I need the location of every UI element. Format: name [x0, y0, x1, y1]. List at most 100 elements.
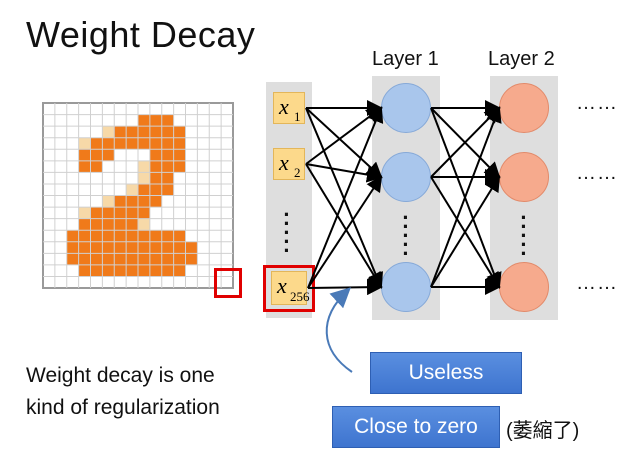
filled-pixel	[138, 264, 150, 277]
filled-pixel	[138, 137, 150, 150]
filled-pixel	[161, 230, 174, 242]
shrink-note: (萎縮了)	[506, 420, 580, 442]
layer-1-node	[381, 83, 431, 133]
filled-pixel	[173, 230, 186, 242]
input-subscript: 256	[290, 289, 310, 304]
filled-pixel	[102, 207, 115, 219]
input-symbol: x	[279, 150, 289, 175]
layer-1-node	[381, 152, 431, 202]
layer-1-vertical-dots: ·····	[402, 205, 410, 266]
input-x2: x 2	[273, 148, 305, 180]
layer-ellipsis: ……	[576, 162, 618, 184]
filled-pixel	[138, 195, 150, 208]
input-x256: x 256	[271, 271, 310, 305]
filled-pixel	[149, 253, 162, 265]
filled-pixel	[90, 253, 103, 265]
filled-pixel	[126, 207, 138, 219]
filled-pixel	[173, 253, 186, 265]
filled-pixel	[114, 195, 127, 208]
edge	[430, 175, 501, 288]
filled-pixel	[78, 230, 91, 242]
filled-pixel	[161, 137, 174, 150]
filled-pixel	[78, 253, 91, 265]
filled-pixel	[66, 230, 79, 242]
filled-pixel	[90, 241, 103, 254]
close-to-zero-label: Close to zero	[332, 406, 500, 448]
filled-pixel	[161, 172, 174, 184]
filled-pixel	[173, 149, 186, 161]
layer-ellipsis: ……	[576, 92, 618, 114]
filled-pixel	[102, 230, 115, 242]
filled-pixel	[138, 253, 150, 265]
filled-pixel	[149, 126, 162, 138]
edge	[430, 106, 502, 288]
pale-pixel	[126, 183, 138, 196]
body-line-1: Weight decay is one	[26, 364, 215, 387]
filled-pixel	[102, 149, 115, 161]
edge	[305, 163, 383, 183]
filled-pixel	[78, 264, 91, 277]
filled-pixel	[126, 241, 138, 254]
layer-ellipsis: ……	[576, 272, 618, 294]
body-text: Weight decay is one kind of regularizati…	[26, 360, 220, 424]
pale-pixel	[78, 207, 91, 219]
filled-pixel	[149, 172, 162, 184]
edge	[305, 107, 383, 179]
pale-pixel	[138, 218, 150, 231]
pale-pixel	[138, 172, 150, 184]
filled-pixel	[90, 160, 103, 173]
input-symbol: x	[277, 273, 287, 298]
filled-pixel	[90, 137, 103, 150]
filled-pixel	[173, 137, 186, 150]
layer-2-node	[499, 152, 549, 202]
filled-pixel	[149, 195, 162, 208]
filled-pixel	[138, 230, 150, 242]
filled-pixel	[114, 264, 127, 277]
filled-pixel	[114, 137, 127, 150]
filled-pixel	[90, 218, 103, 231]
filled-pixel	[126, 137, 138, 150]
pale-pixel	[102, 126, 115, 138]
filled-pixel	[149, 137, 162, 150]
filled-pixel	[161, 183, 174, 196]
filled-pixel	[126, 264, 138, 277]
edge	[307, 106, 384, 289]
filled-pixel	[161, 241, 174, 254]
filled-pixel	[66, 241, 79, 254]
filled-pixel	[78, 160, 91, 173]
filled-pixel	[90, 264, 103, 277]
filled-pixel	[126, 126, 138, 138]
layer-1-label: Layer 1	[372, 48, 439, 70]
filled-pixel	[161, 126, 174, 138]
filled-pixel	[138, 183, 150, 196]
filled-pixel	[185, 253, 198, 265]
filled-pixel	[78, 241, 91, 254]
filled-pixel	[126, 218, 138, 231]
filled-pixel	[149, 264, 162, 277]
filled-pixel	[90, 149, 103, 161]
layer-2-vertical-dots: ·····	[520, 205, 528, 266]
digit-pixel-grid	[40, 100, 245, 300]
edge	[305, 163, 383, 289]
filled-pixel	[149, 230, 162, 242]
filled-pixel	[114, 241, 127, 254]
filled-pixel	[161, 264, 174, 277]
filled-pixel	[138, 207, 150, 219]
filled-pixel	[173, 160, 186, 173]
filled-pixel	[102, 241, 115, 254]
filled-pixel	[126, 253, 138, 265]
pale-pixel	[138, 160, 150, 173]
filled-pixel	[161, 160, 174, 173]
filled-pixel	[173, 241, 186, 254]
filled-pixel	[149, 114, 162, 127]
filled-pixel	[161, 149, 174, 161]
edge	[305, 107, 383, 289]
filled-pixel	[161, 114, 174, 127]
edge	[307, 279, 383, 296]
filled-pixel	[102, 253, 115, 265]
filled-pixel	[102, 264, 115, 277]
filled-pixel	[114, 218, 127, 231]
body-line-2: kind of regularization	[26, 396, 220, 419]
filled-pixel	[78, 149, 91, 161]
filled-pixel	[90, 207, 103, 219]
